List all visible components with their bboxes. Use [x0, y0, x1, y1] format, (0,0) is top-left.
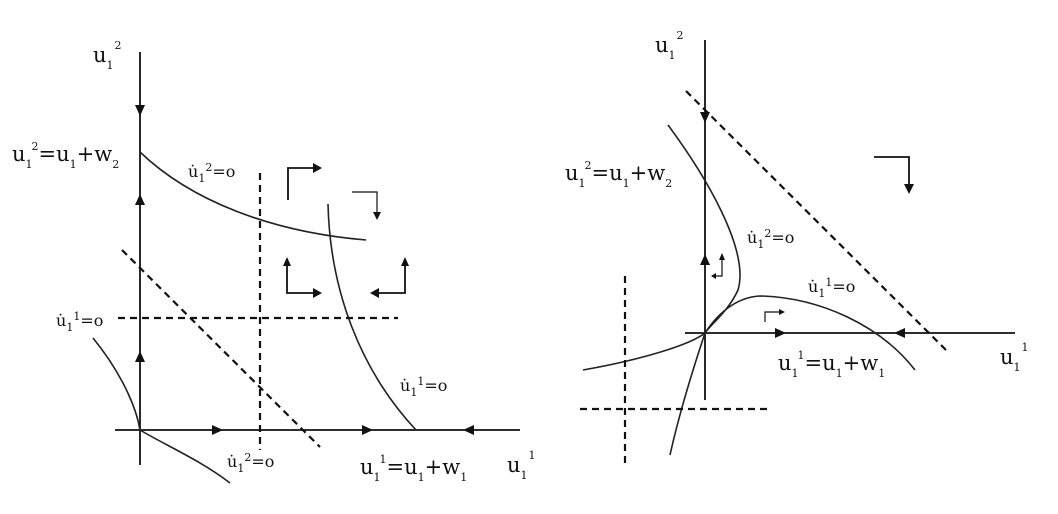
right-u2-nullcline-curve [667, 124, 741, 456]
left-direction-arrow-1 [287, 163, 322, 200]
left-x-axis-arrow-right-2 [362, 425, 373, 435]
left-direction-arrow-4 [370, 257, 409, 298]
left-x-axis-label: u11 [507, 449, 536, 482]
left-y-axis-arrow-down [135, 105, 145, 116]
right-u2-nullcline-label: u̇12=o [747, 227, 794, 251]
left-y-axis-label: u12 [93, 39, 122, 72]
left-x-axis-arrow-left [463, 425, 474, 435]
right-direction-arrow-small-2 [764, 309, 785, 322]
right-diagonal-dashed-line [685, 90, 949, 353]
left-u2-nullcline-bottom-label: u̇12=o [227, 451, 274, 475]
left-diagonal-dashed-line [121, 249, 321, 448]
left-direction-arrow-2 [352, 191, 381, 220]
left-u1-nullcline-curve [327, 203, 417, 431]
right-phase-portrait: u12 u11 u12=u1+w2 u11=u1+w1 u̇12=o u̇11=… [565, 29, 1029, 465]
left-u2-nullcline-label: u̇12=o [188, 161, 235, 185]
right-direction-arrow-large [874, 156, 914, 194]
left-phase-portrait: u12 u11 u12=u1+w2 u11=u1+w1 u̇12=o u̇11=… [12, 39, 536, 484]
right-x-intercept-label: u11=u1+w1 [778, 349, 885, 380]
left-u2-nullcline-curve [139, 151, 367, 241]
left-direction-arrow-3 [283, 257, 322, 298]
left-y-intercept-label: u12=u1+w2 [12, 140, 119, 171]
left-x-axis-arrow-right-1 [212, 425, 223, 435]
left-lower-curve [92, 337, 231, 484]
right-y-axis-arrow-down [700, 112, 710, 123]
left-y-axis-arrow-up-1 [135, 194, 145, 205]
right-x-axis-arrow-left [894, 328, 905, 338]
right-u1-nullcline-curve [582, 295, 916, 371]
right-direction-arrow-small-1 [711, 253, 725, 279]
right-y-intercept-label: u12=u1+w2 [565, 159, 672, 190]
left-x-intercept-label: u11=u1+w1 [360, 453, 467, 484]
right-x-axis-label: u11 [1000, 341, 1029, 374]
right-y-axis-label: u12 [655, 29, 684, 62]
left-y-axis-arrow-up-2 [135, 351, 145, 362]
right-u1-nullcline-label: u̇11=o [808, 276, 855, 300]
left-u1-nullcline-right-label: u̇11=o [400, 375, 447, 399]
left-u1-nullcline-label: u̇11=o [56, 310, 103, 334]
right-y-axis-arrow-up [700, 254, 710, 265]
right-x-axis-arrow-right [775, 328, 786, 338]
